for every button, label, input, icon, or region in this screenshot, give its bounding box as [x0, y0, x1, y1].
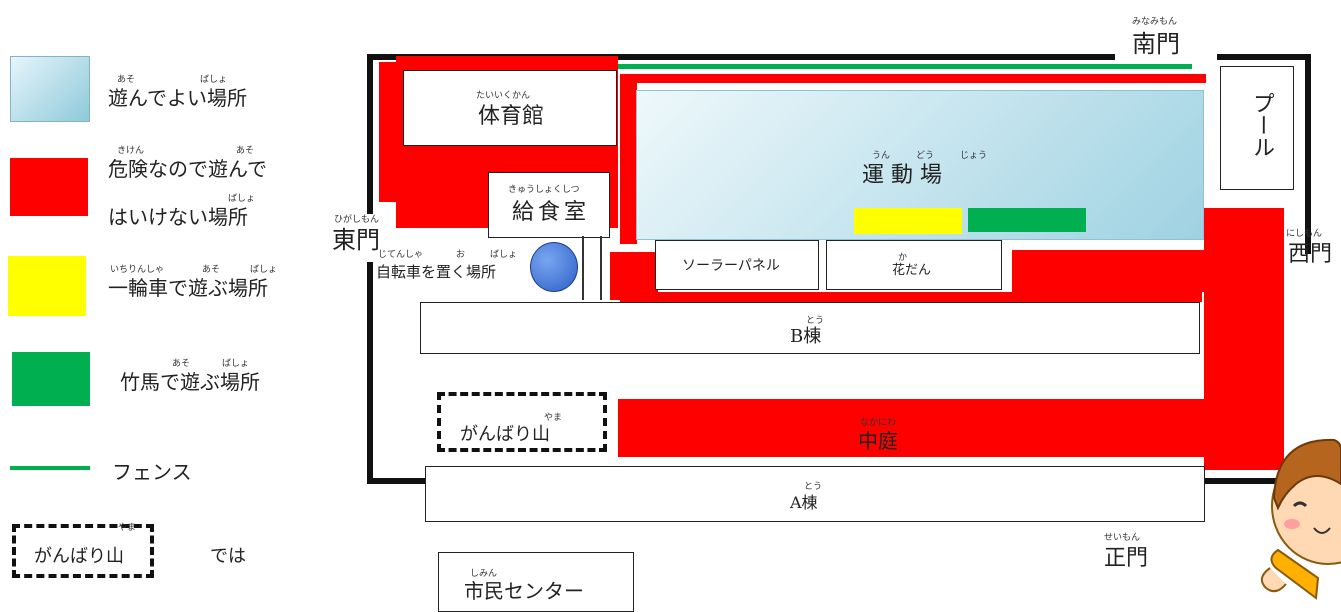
pool — [1220, 66, 1294, 190]
legend-label-safe: 遊んでよい場所 — [108, 86, 247, 110]
building-b-label: B棟 — [790, 326, 822, 347]
danger-zone-right-mid — [1012, 250, 1204, 292]
bike-area-marker — [530, 242, 578, 292]
boundary-bottom — [367, 478, 427, 484]
furigana: たいいくかん — [476, 91, 531, 101]
furigana: やま — [118, 523, 137, 533]
ganbari-mountain-label: がんばり山 — [460, 424, 550, 445]
south-gate-label: 南門 — [1132, 30, 1180, 58]
boundary-left — [367, 54, 373, 214]
pool-label: プール — [1249, 92, 1274, 158]
furigana: なかにわ — [860, 418, 897, 428]
legend-swatch-stilts — [12, 352, 90, 406]
furigana: か — [898, 253, 908, 263]
legend-label-ganbari: がんばり山 — [34, 546, 124, 567]
building-b — [420, 302, 1200, 354]
furigana: ばしょ — [228, 194, 256, 204]
unicycle-area — [854, 208, 962, 234]
legend-label-ganbari-suffix: では — [210, 546, 246, 567]
furigana: お — [456, 250, 466, 260]
furigana: じょう — [960, 151, 988, 161]
fence-line — [618, 64, 1192, 69]
furigana: うん — [872, 151, 891, 161]
furigana: きけん — [117, 146, 145, 156]
bike-area-label: 自転車を置く場所 — [376, 263, 497, 281]
gymnasium — [403, 70, 617, 146]
furigana: ばしょ — [200, 75, 228, 85]
west-gate-label: 西門 — [1288, 242, 1333, 267]
legend-label-unicycle: 一輪車で遊ぶ場所 — [108, 276, 268, 300]
furigana: ばしょ — [250, 265, 278, 275]
child-character-illustration — [1260, 438, 1341, 600]
lunch-kitchen — [488, 172, 610, 238]
main-gate-label: 正門 — [1104, 546, 1149, 571]
danger-zone-right-column — [1204, 208, 1284, 470]
stilts-area — [968, 208, 1086, 232]
furigana: しみん — [470, 569, 498, 579]
furigana: あそ — [202, 265, 221, 275]
legend-swatch-unicycle — [8, 256, 86, 316]
building-a — [425, 466, 1205, 522]
building-a-label: A棟 — [790, 493, 818, 512]
furigana: あそ — [172, 359, 191, 369]
legend-swatch-fence — [10, 466, 90, 470]
bike-area-post-left — [582, 236, 584, 300]
gymnasium-label: 体育館 — [478, 104, 545, 129]
legend-swatch-safe — [10, 56, 90, 122]
furigana: あそ — [117, 75, 136, 85]
bike-area-post-right — [600, 236, 602, 300]
civic-center — [438, 552, 634, 612]
legend-label-danger-line1: 危険なので遊んで — [108, 157, 267, 181]
legend-label-fence: フェンス — [112, 460, 192, 484]
furigana: どう — [916, 151, 935, 161]
furigana: あそ — [236, 146, 255, 156]
furigana: じてんしゃ — [378, 250, 424, 260]
flowerbed — [826, 240, 1002, 290]
boundary-top-left — [367, 54, 1115, 60]
legend-label-stilts: 竹馬で遊ぶ場所 — [120, 370, 260, 394]
furigana: みなみもん — [1132, 17, 1178, 27]
lunch-kitchen-label: 給食室 — [512, 200, 591, 225]
courtyard-zone — [618, 399, 1204, 457]
furigana: せいもん — [1104, 533, 1141, 543]
furigana: ばしょ — [222, 359, 250, 369]
danger-zone-field-left — [620, 74, 637, 244]
furigana: とう — [806, 316, 825, 326]
boundary-bottom-right — [1199, 478, 1279, 484]
legend-label-danger-line2: はいけない場所 — [108, 205, 248, 229]
civic-center-label: 市民センター — [464, 579, 584, 603]
furigana: ばしょ — [490, 250, 518, 260]
courtyard-label: 中庭 — [858, 429, 898, 453]
east-gate-label: 東門 — [332, 226, 380, 254]
flowerbed-label: 花だん — [892, 263, 932, 278]
solar-panel — [655, 240, 819, 290]
boundary-top-right — [1217, 54, 1311, 60]
legend-swatch-danger — [10, 158, 88, 216]
furigana: ひがしもん — [334, 215, 380, 225]
legend-swatch-ganbari — [12, 524, 154, 578]
furigana: にしもん — [1286, 229, 1323, 239]
boundary-left-lower — [367, 262, 373, 484]
furigana: とう — [804, 482, 823, 492]
ganbari-mountain — [437, 392, 607, 452]
playground-label: 運 動 場 — [862, 163, 942, 188]
danger-zone-left — [379, 62, 396, 202]
furigana: いちりんしゃ — [110, 265, 165, 275]
furigana: きゅうしょくしつ — [508, 185, 580, 195]
boundary-right — [1305, 54, 1311, 254]
furigana: やま — [544, 413, 563, 423]
danger-zone-mid-strip — [620, 292, 1202, 302]
danger-zone-top-strip — [620, 74, 1206, 83]
solar-panel-label: ソーラーパネル — [682, 258, 780, 274]
